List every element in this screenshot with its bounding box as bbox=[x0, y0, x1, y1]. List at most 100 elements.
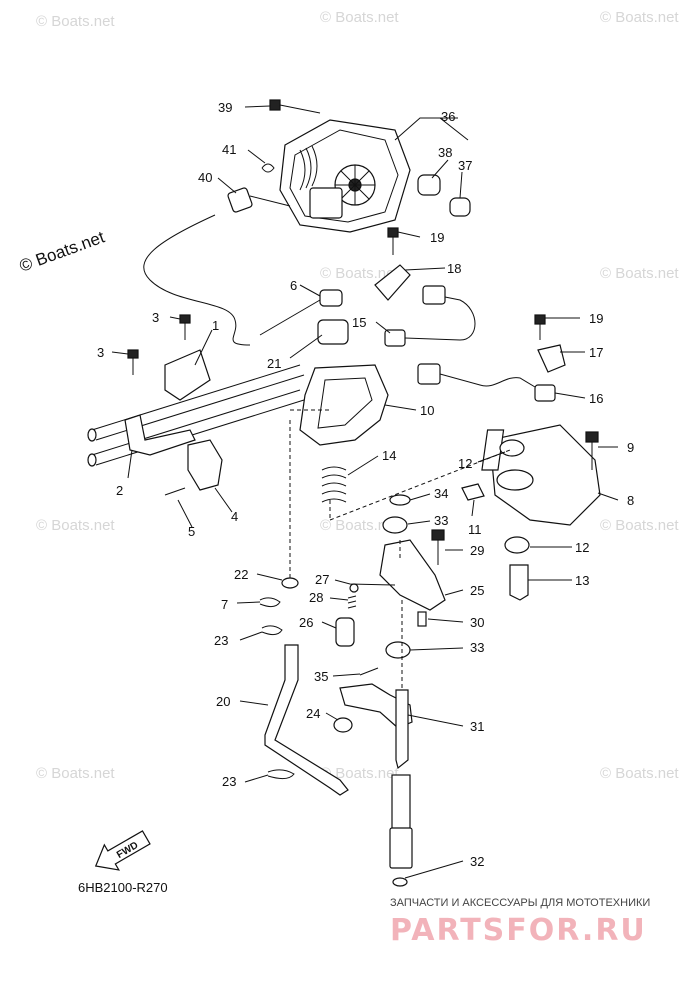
watermark: © Boats.net bbox=[600, 9, 679, 26]
callout-27: 27 bbox=[315, 572, 329, 587]
callout-29: 29 bbox=[470, 543, 484, 558]
part-nut-24 bbox=[333, 717, 353, 733]
part-lever-31 bbox=[339, 683, 413, 729]
callout-labels: 1 2 3 3 4 5 6 7 8 9 10 11 12 12 13 14 15… bbox=[97, 100, 634, 869]
callout-36: 36 bbox=[441, 109, 455, 124]
part-bushings bbox=[417, 174, 471, 217]
watermark: © Boats.net bbox=[600, 765, 679, 782]
part-27 bbox=[349, 583, 359, 593]
part-13 bbox=[509, 564, 529, 601]
callout-31: 31 bbox=[470, 719, 484, 734]
part-clip-7 bbox=[259, 597, 281, 608]
callout-7: 7 bbox=[221, 597, 228, 612]
part-4 bbox=[187, 439, 223, 491]
callout-40: 40 bbox=[198, 170, 212, 185]
watermark: © Boats.net bbox=[36, 765, 115, 782]
callout-33: 33 bbox=[434, 513, 448, 528]
part-lever-25 bbox=[379, 539, 446, 611]
part-bolt-9 bbox=[585, 431, 599, 470]
part-pin-35 bbox=[359, 667, 379, 676]
part-clip-41 bbox=[261, 163, 275, 173]
part-switches bbox=[374, 264, 566, 402]
part-clip-23 bbox=[267, 769, 295, 780]
part-32 bbox=[392, 877, 408, 887]
part-spring-14 bbox=[321, 466, 347, 503]
part-6-21 bbox=[259, 289, 349, 345]
fwd-arrow: FWD bbox=[94, 830, 151, 871]
callout-5: 5 bbox=[188, 524, 195, 539]
callout-8: 8 bbox=[627, 493, 634, 508]
watermark: © Boats.net bbox=[36, 13, 115, 30]
diagram-code: 6HB2100-R270 bbox=[78, 880, 168, 895]
part-clip-23 bbox=[261, 625, 283, 636]
callout-38: 38 bbox=[438, 145, 452, 160]
part-collar-12 bbox=[504, 536, 530, 554]
callout-32: 32 bbox=[470, 854, 484, 869]
part-bolts-19 bbox=[387, 227, 546, 340]
watermark: © Boats.net bbox=[600, 265, 679, 282]
callout-17: 17 bbox=[589, 345, 603, 360]
callout-19: 19 bbox=[589, 311, 603, 326]
part-bracket-2 bbox=[124, 414, 196, 456]
callout-12: 12 bbox=[575, 540, 589, 555]
part-pin-5 bbox=[164, 487, 186, 496]
part-22 bbox=[281, 577, 299, 589]
watermark: © Boats.net bbox=[36, 517, 115, 534]
callout-2: 2 bbox=[116, 483, 123, 498]
callout-41: 41 bbox=[222, 142, 236, 157]
callout-10: 10 bbox=[420, 403, 434, 418]
callout-19: 19 bbox=[430, 230, 444, 245]
part-28 bbox=[347, 595, 357, 609]
part-bracket-1 bbox=[164, 349, 211, 401]
part-collar-12 bbox=[499, 439, 525, 457]
callout-37: 37 bbox=[458, 158, 472, 173]
callout-3: 3 bbox=[152, 310, 159, 325]
footer-tagline: ЗАПЧАСТИ И АКСЕССУАРЫ ДЛЯ МОТОТЕХНИКИ bbox=[390, 897, 650, 909]
callout-23: 23 bbox=[222, 774, 236, 789]
part-remote-box bbox=[279, 119, 411, 233]
callout-39: 39 bbox=[218, 100, 232, 115]
fwd-label: FWD bbox=[115, 840, 140, 861]
watermark: © Boats.net bbox=[320, 517, 399, 534]
callout-24: 24 bbox=[306, 706, 320, 721]
callout-4: 4 bbox=[231, 509, 238, 524]
callout-6: 6 bbox=[290, 278, 297, 293]
callout-18: 18 bbox=[447, 261, 461, 276]
callout-28: 28 bbox=[309, 590, 323, 605]
watermark: © Boats.net bbox=[320, 265, 399, 282]
brand-label: © Boats.net bbox=[17, 227, 107, 275]
part-30 bbox=[417, 611, 427, 627]
callout-23: 23 bbox=[214, 633, 228, 648]
callout-15: 15 bbox=[352, 315, 366, 330]
callout-21: 21 bbox=[267, 356, 281, 371]
part-26 bbox=[335, 617, 355, 647]
leader-lines bbox=[111, 105, 619, 879]
callout-3: 3 bbox=[97, 345, 104, 360]
part-bolt-29 bbox=[431, 529, 445, 565]
callout-9: 9 bbox=[627, 440, 634, 455]
part-33 bbox=[385, 641, 411, 659]
footer-brand: PARTSFOR.RU bbox=[390, 913, 647, 948]
part-cable bbox=[143, 214, 251, 346]
callout-26: 26 bbox=[299, 615, 313, 630]
callout-13: 13 bbox=[575, 573, 589, 588]
watermark: © Boats.net bbox=[600, 517, 679, 534]
callout-11: 11 bbox=[468, 522, 482, 537]
part-rod-20 bbox=[264, 644, 349, 796]
callout-12: 12 bbox=[458, 456, 472, 471]
callout-35: 35 bbox=[314, 669, 328, 684]
callout-20: 20 bbox=[216, 694, 230, 709]
callout-30: 30 bbox=[470, 615, 484, 630]
part-bolt-39 bbox=[269, 99, 321, 114]
part-housing-10 bbox=[299, 364, 389, 446]
callout-25: 25 bbox=[470, 583, 484, 598]
callout-1: 1 bbox=[212, 318, 219, 333]
part-11 bbox=[461, 483, 485, 501]
part-connector-40 bbox=[227, 187, 291, 213]
callout-14: 14 bbox=[382, 448, 396, 463]
callout-34: 34 bbox=[434, 486, 448, 501]
callout-16: 16 bbox=[589, 391, 603, 406]
watermarks: © Boats.net © Boats.net © Boats.net © Bo… bbox=[36, 9, 679, 782]
callout-22: 22 bbox=[234, 567, 248, 582]
